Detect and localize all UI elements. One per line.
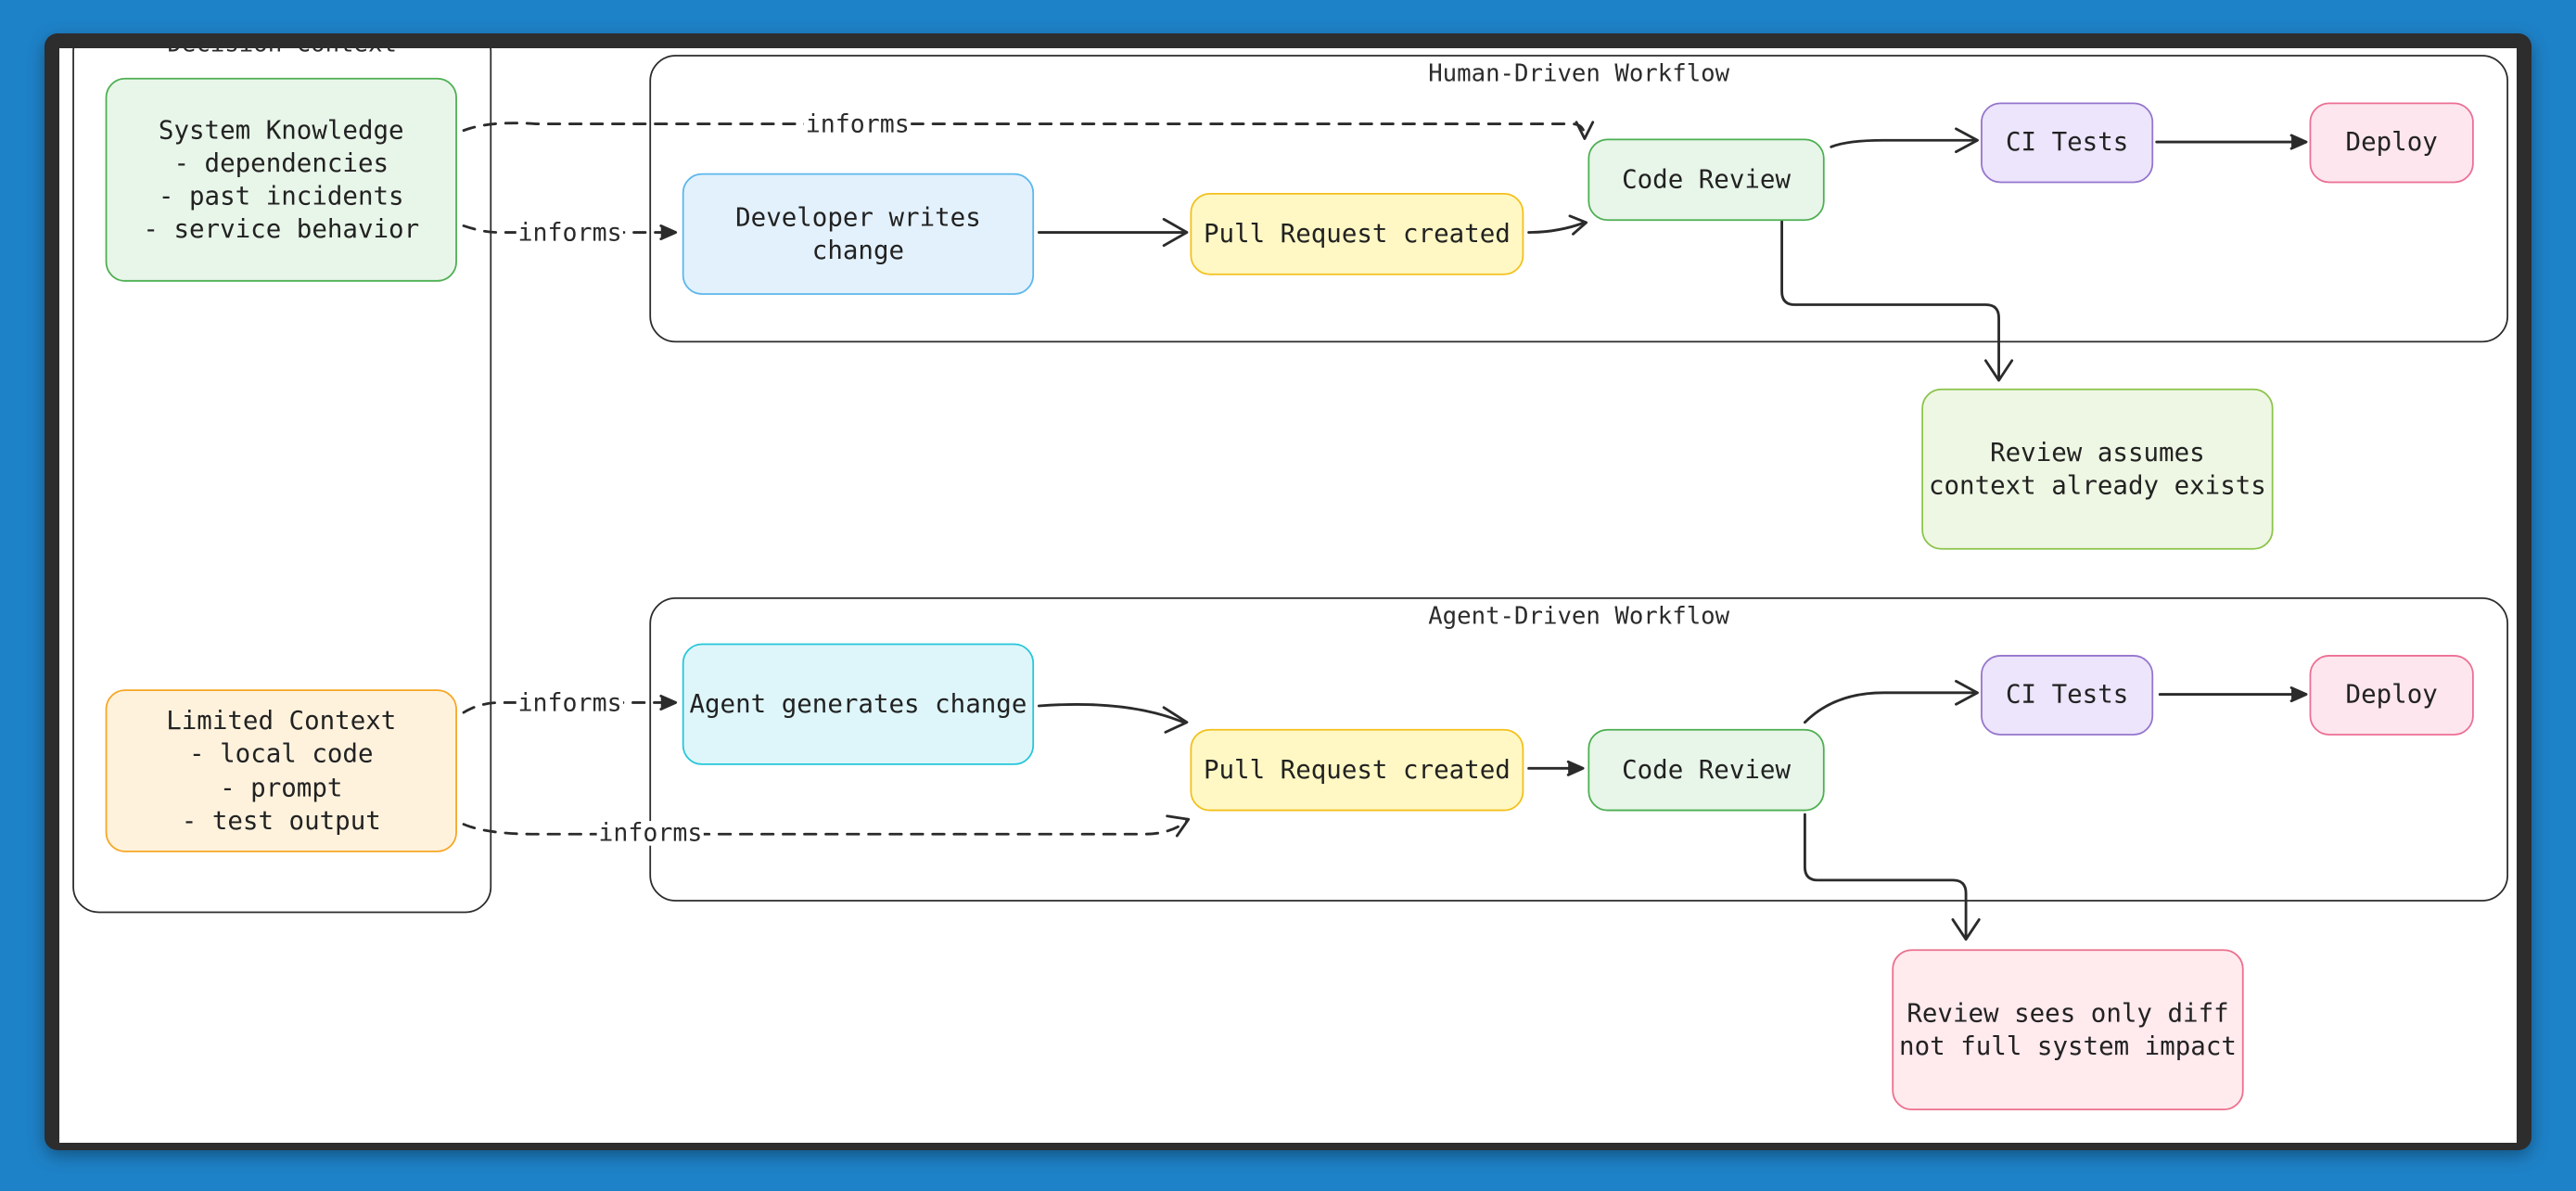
arrowhead-agent [659,694,678,711]
node-deploy-agent: Deploy [2309,655,2474,736]
arrowhead-deploy-human [2289,134,2308,150]
node-code-review-human: Code Review [1588,138,1825,222]
edge-review-to-ci-human [1830,138,1978,148]
group-agent-workflow: Agent-Driven Workflow [649,597,2509,902]
diagram-edges [462,121,2308,941]
edge-agent-to-pr [1037,703,1185,724]
group-human-workflow: Human-Driven Workflow [649,55,2509,343]
edge-lc-to-pr [462,819,1189,836]
diagram: Decision Context Human-Driven Workflow A… [59,48,2517,1143]
arrowhead-review-agent [1566,760,1585,776]
arrowhead-dev [659,224,678,241]
node-review-sees-only-diff: Review sees only diff not full system im… [1892,949,2244,1111]
node-developer-writes-change: Developer writes change [682,173,1035,295]
node-pull-request-agent: Pull Request created [1190,728,1524,812]
edge-sk-to-dev [462,224,676,234]
node-deploy-human: Deploy [2309,102,2474,184]
diagram-canvas: Decision Context Human-Driven Workflow A… [59,48,2517,1143]
node-limited-context: Limited Context - local code - prompt - … [105,689,457,852]
arrowhead-assumes [1983,359,2014,382]
node-system-knowledge: System Knowledge - dependencies - past i… [105,77,457,282]
arrowhead-sees [1951,918,1981,941]
edge-lc-to-agent [462,701,676,714]
node-code-review-agent: Code Review [1588,728,1825,812]
edge-pr-to-review-human [1527,221,1587,234]
edge-label-lc-to-agent: informs [516,687,624,718]
arrowhead-deploy-agent [2289,686,2308,703]
group-title-decision: Decision Context [74,48,490,58]
arrowhead-review-human-top [1575,121,1595,140]
node-ci-tests-human: CI Tests [1981,102,2154,184]
edge-review-to-ci-agent [1803,691,1978,724]
node-agent-generates-change: Agent generates change [682,643,1035,765]
node-pull-request-human: Pull Request created [1190,192,1524,275]
group-title-human: Human-Driven Workflow [1428,61,1730,88]
edge-review-to-sees [1803,813,1968,938]
edge-label-sk-to-review: informs [803,109,912,139]
group-title-agent: Agent-Driven Workflow [1428,604,1730,631]
arrowhead-pr-agent-dashed [1166,814,1191,838]
edge-sk-to-review [462,122,1587,139]
arrowhead-pr-human [1162,217,1189,248]
node-review-assumes: Review assumes context already exists [1921,388,2274,550]
arrowhead-ci-agent [1955,679,1979,706]
group-decision-context: Decision Context [72,48,492,914]
edge-label-sk-to-dev: informs [516,217,624,248]
node-ci-tests-agent: CI Tests [1981,655,2154,736]
arrowhead-ci-human [1955,127,1979,154]
edge-review-to-assumes [1780,217,2000,378]
edge-label-lc-to-pr: informs [596,817,705,848]
arrowhead-pr-agent [1162,706,1189,734]
arrowhead-review-human [1568,214,1588,236]
